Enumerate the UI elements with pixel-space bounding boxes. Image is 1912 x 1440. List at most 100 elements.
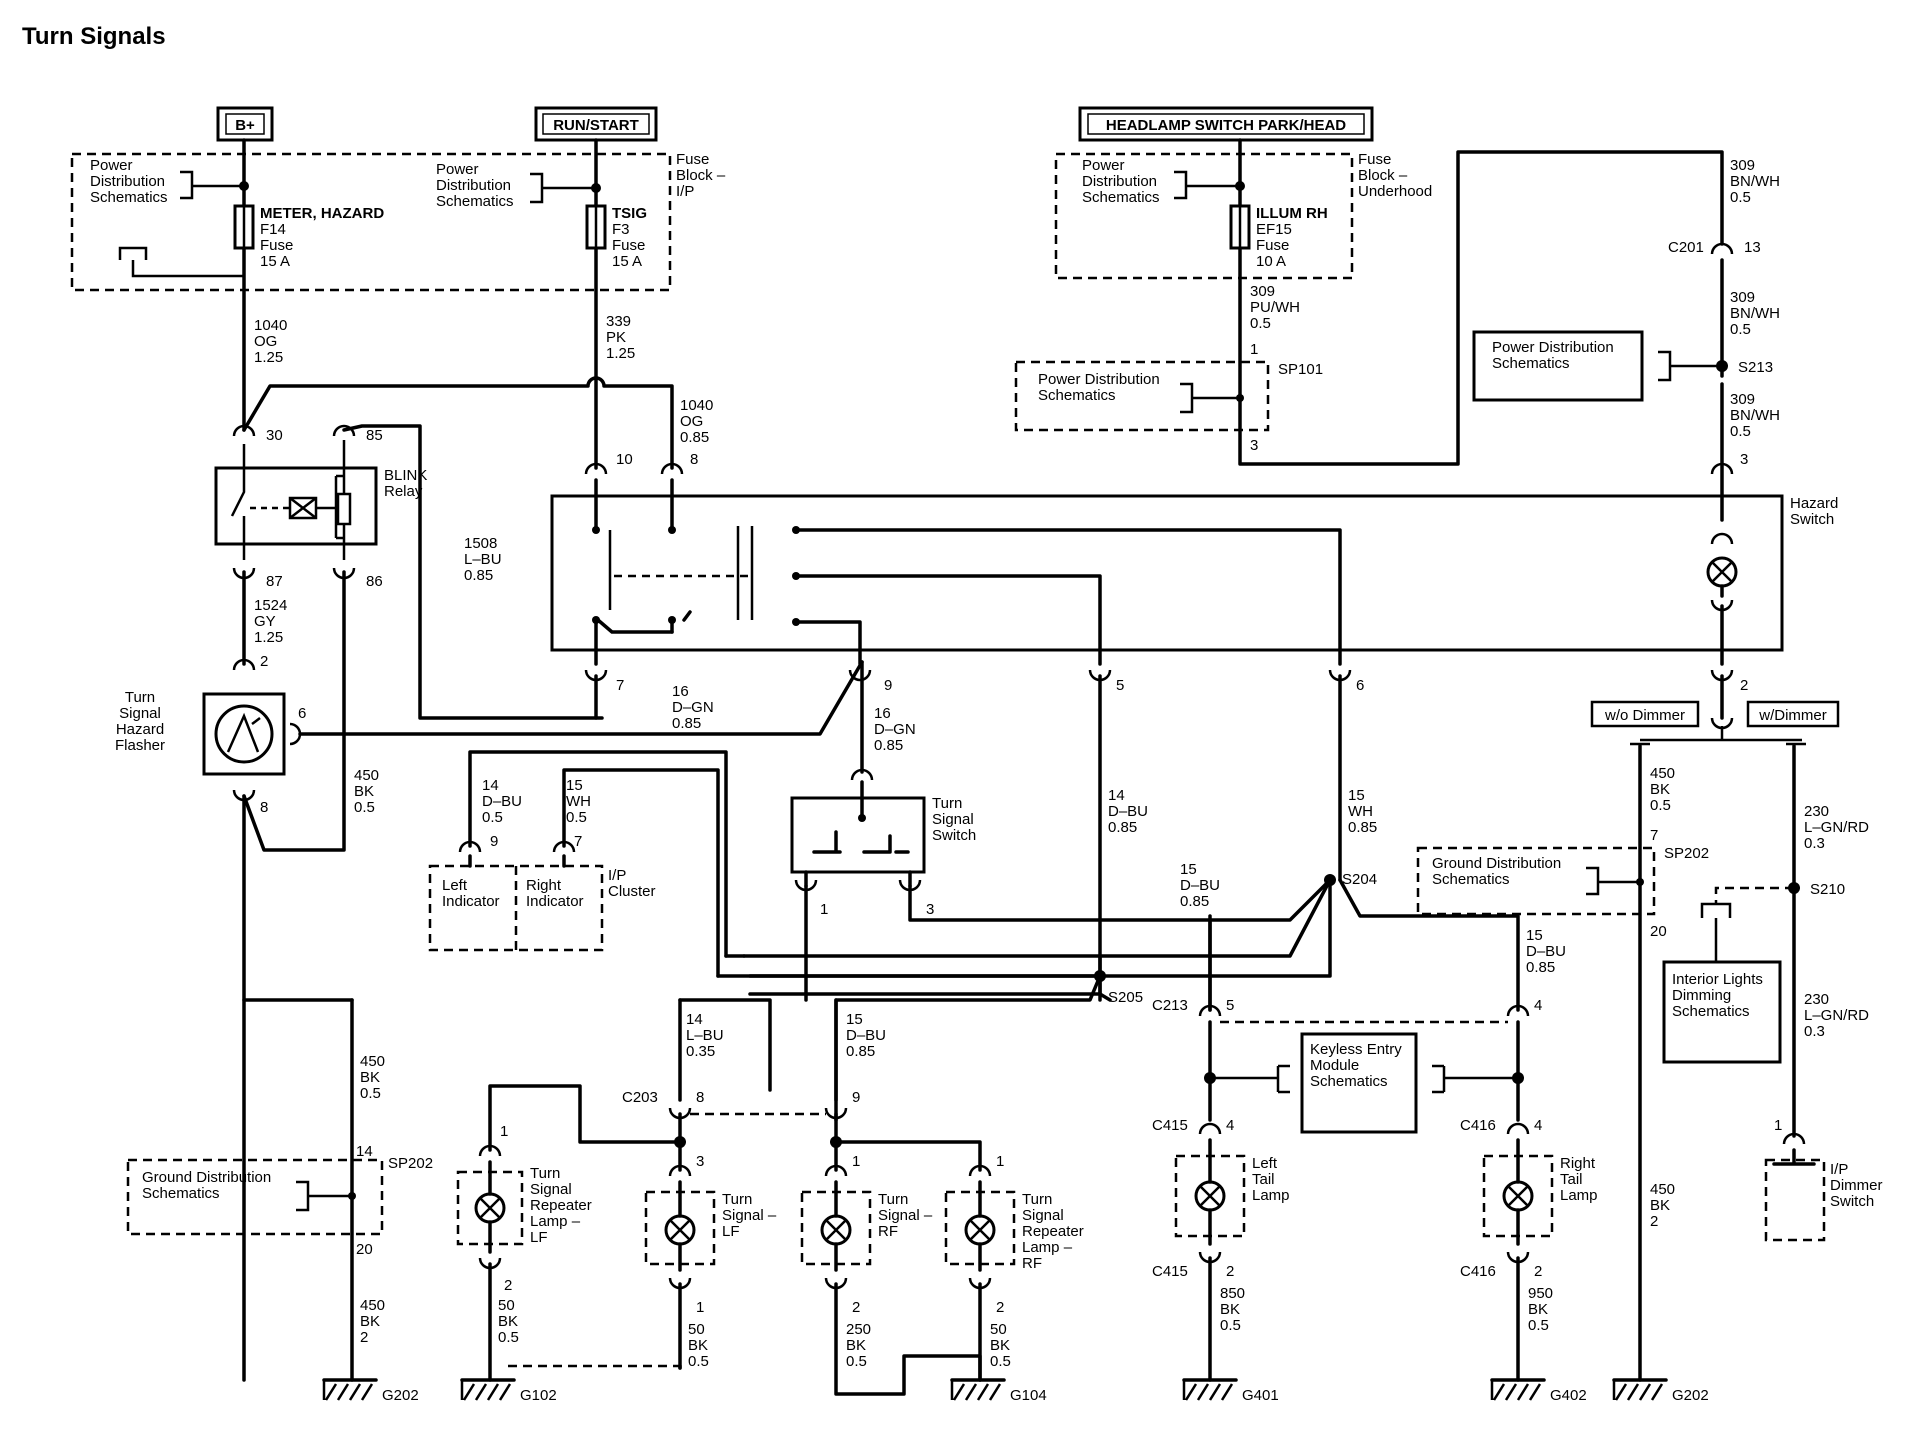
svg-text:Flasher: Flasher [115,737,165,754]
svg-text:D–BU: D–BU [1180,877,1220,894]
ground-g102: G102 [460,1378,557,1404]
svg-text:10 A: 10 A [1256,253,1286,270]
svg-text:Signal –: Signal – [722,1207,777,1224]
wire-16-d-gn-pin7: 16 D–GN 0.85 [594,674,714,732]
lamp-turn-signal-lf: 3 1 Turn Signal – LF 50 BK 0.5 [644,1153,777,1370]
svg-text:D–GN: D–GN [672,699,714,716]
svg-text:0.3: 0.3 [1804,835,1825,852]
svg-text:D–BU: D–BU [482,793,522,810]
svg-text:0.5: 0.5 [846,1353,867,1370]
wire-230-l-gn-rd: 230 L–GN/RD 0.3 S210 230 L–GN/RD 0.3 [1788,744,1869,1138]
ground-g202-right: G202 [1612,1378,1709,1404]
svg-text:G401: G401 [1242,1387,1279,1404]
svg-text:Power: Power [1082,157,1125,174]
svg-text:309: 309 [1730,157,1755,174]
svg-text:BLINK: BLINK [384,467,427,484]
svg-text:0.5: 0.5 [1730,321,1751,338]
svg-text:450: 450 [360,1053,385,1070]
svg-text:Fuse: Fuse [1358,151,1391,168]
svg-text:w/Dimmer: w/Dimmer [1758,707,1827,724]
svg-text:BK: BK [360,1313,380,1330]
svg-text:2: 2 [504,1277,512,1294]
dimmer-option-tags: w/o Dimmer w/Dimmer [1590,674,1840,746]
svg-text:Repeater: Repeater [1022,1223,1084,1240]
svg-text:L–BU: L–BU [464,551,502,568]
ground-g401: G401 [1182,1378,1279,1404]
wire-450-bk-dimmer: 450 BK 0.5 450 BK 2 [1638,744,1675,1382]
wire-450-bk-2-left: 450 BK 2 [350,998,385,1382]
svg-text:50: 50 [990,1321,1007,1338]
headlamp-switch-source: HEADLAMP SWITCH PARK/HEAD [1078,106,1374,142]
svg-text:OG: OG [680,413,703,430]
svg-text:Dimming: Dimming [1672,987,1731,1004]
svg-text:S210: S210 [1810,881,1845,898]
bplus-source: B+ [216,106,274,142]
wire-1040-og-0.85: 1040 OG 0.85 [242,376,713,470]
svg-text:0.5: 0.5 [566,809,587,826]
connector-c213: C213 5 4 [1152,914,1542,1122]
svg-text:C416: C416 [1460,1263,1496,1280]
svg-text:D–GN: D–GN [874,721,916,738]
svg-text:Fuse: Fuse [612,237,645,254]
svg-text:Switch: Switch [1790,511,1834,528]
svg-text:1: 1 [1250,341,1258,358]
svg-text:Indicator: Indicator [526,893,584,910]
splice-s213: Power Distribution Schematics S213 [1472,330,1773,402]
svg-text:ILLUM RH: ILLUM RH [1256,205,1328,222]
svg-text:1040: 1040 [254,317,287,334]
svg-text:15 A: 15 A [260,253,290,270]
svg-text:0.85: 0.85 [1108,819,1137,836]
svg-text:1: 1 [500,1123,508,1140]
svg-text:C416: C416 [1460,1117,1496,1134]
svg-text:SP202: SP202 [1664,845,1709,862]
svg-text:85: 85 [366,427,383,444]
fuse-block-underhood: Fuse Block – Underhood Power Distributio… [1054,138,1432,280]
lamp-turn-signal-rf: 1 2 Turn Signal – RF 250 BK 0.5 [800,1153,982,1396]
svg-text:3: 3 [1740,451,1748,468]
svg-text:87: 87 [266,573,283,590]
fuse-block-ip: Fuse Block – I/P Power Distribution Sche… [70,138,726,432]
central-bus [716,674,1520,1122]
svg-text:2: 2 [1534,1263,1542,1280]
wire-14-d-bu-0.85: 14 D–BU 0.85 [1108,787,1148,836]
svg-text:Block –: Block – [676,167,726,184]
svg-text:9: 9 [852,1089,860,1106]
svg-text:3: 3 [1250,437,1258,454]
svg-text:7: 7 [1650,827,1658,844]
svg-text:339: 339 [606,313,631,330]
svg-text:Tail: Tail [1560,1171,1583,1188]
svg-text:C415: C415 [1152,1117,1188,1134]
svg-text:10: 10 [616,451,633,468]
svg-text:BN/WH: BN/WH [1730,305,1780,322]
svg-text:BN/WH: BN/WH [1730,173,1780,190]
svg-text:50: 50 [688,1321,705,1338]
svg-text:G202: G202 [382,1387,419,1404]
svg-text:5: 5 [1226,997,1234,1014]
ground-g202-left: G202 [322,1378,419,1404]
svg-text:L–GN/RD: L–GN/RD [1804,819,1869,836]
svg-text:14: 14 [686,1011,703,1028]
svg-text:BK: BK [354,783,374,800]
wire-309-pu-wh: 309 PU/WH 0.5 [1238,150,1724,466]
svg-text:30: 30 [266,427,283,444]
svg-text:WH: WH [1348,803,1373,820]
svg-text:Lamp: Lamp [1560,1187,1598,1204]
svg-text:G102: G102 [520,1387,557,1404]
svg-text:D–BU: D–BU [1526,943,1566,960]
svg-text:w/o Dimmer: w/o Dimmer [1604,707,1685,724]
svg-text:Underhood: Underhood [1358,183,1432,200]
svg-text:Fuse: Fuse [260,237,293,254]
svg-text:D–BU: D–BU [1108,803,1148,820]
svg-text:Schematics: Schematics [1432,871,1510,888]
svg-text:0.5: 0.5 [482,809,503,826]
connector-c201: C201 13 [1668,239,1761,378]
svg-text:Distribution: Distribution [436,177,511,194]
svg-text:0.3: 0.3 [1804,1023,1825,1040]
svg-text:4: 4 [1534,997,1542,1014]
svg-text:0.5: 0.5 [1650,797,1671,814]
svg-text:RF: RF [878,1223,898,1240]
svg-text:D–BU: D–BU [846,1027,886,1044]
svg-text:Distribution: Distribution [90,173,165,190]
svg-text:14: 14 [482,777,499,794]
